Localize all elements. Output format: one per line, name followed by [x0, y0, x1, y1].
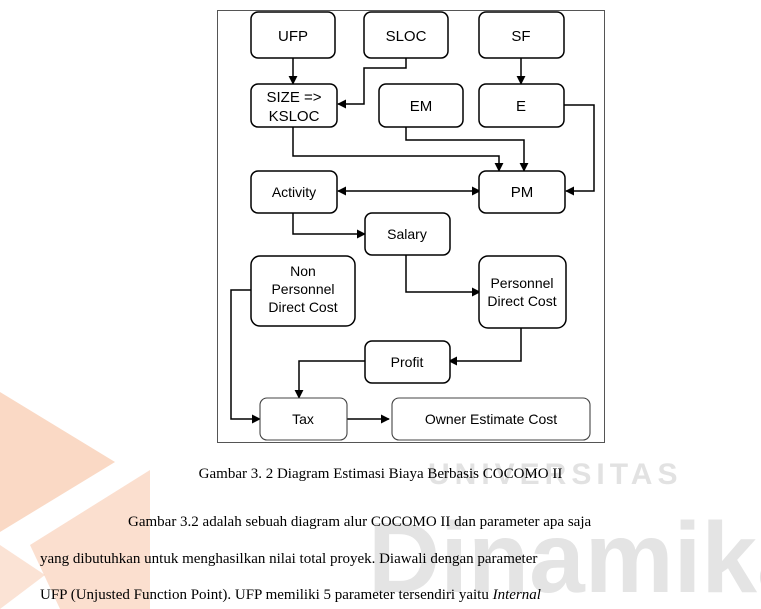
figure-caption: Gambar 3. 2 Diagram Estimasi Biaya Berba…	[198, 466, 563, 482]
node-non-personnel-direct-cost: Non Personnel Direct Cost	[250, 255, 356, 327]
edge-e-pm	[564, 104, 595, 196]
edge-npdc-tax	[230, 289, 261, 424]
svg-text:Tax: Tax	[292, 411, 314, 427]
node-ufp: UFP	[250, 11, 336, 59]
node-personnel-direct-cost: Personnel Direct Cost	[478, 255, 567, 329]
edge-sloc-size	[337, 58, 407, 109]
paragraph-line-2: yang dibutuhkan untuk menghasilkan nilai…	[40, 551, 538, 567]
svg-text:Direct Cost: Direct Cost	[268, 299, 337, 315]
node-salary: Salary	[364, 212, 451, 256]
node-sf: SF	[478, 11, 565, 59]
node-tax: Tax	[259, 397, 348, 441]
edge-salary-pdc	[405, 255, 481, 297]
node-e: E	[478, 83, 565, 128]
svg-text:Direct Cost: Direct Cost	[487, 293, 556, 309]
svg-text:UFP: UFP	[278, 28, 308, 45]
svg-text:E: E	[516, 98, 526, 115]
watermark-big-text: Dinamika	[368, 502, 761, 609]
diagram-svg: UFP SLOC SF SIZE => KSLOC EM E Activity	[217, 10, 605, 443]
node-profit: Profit	[364, 340, 451, 384]
svg-text:KSLOC: KSLOC	[269, 108, 320, 125]
node-pm: PM	[478, 170, 566, 214]
edge-size-pm	[292, 127, 504, 172]
watermark-logo	[0, 392, 150, 609]
svg-text:SLOC: SLOC	[386, 28, 427, 45]
svg-text:Salary: Salary	[387, 226, 427, 242]
node-size-ksloc: SIZE => KSLOC	[250, 83, 338, 128]
paragraph-line-3-italic: Internal	[492, 587, 541, 603]
svg-text:Owner Estimate Cost: Owner Estimate Cost	[425, 411, 557, 427]
svg-text:SF: SF	[511, 28, 530, 45]
node-owner-estimate-cost: Owner Estimate Cost	[391, 397, 591, 441]
edge-activity-salary	[292, 213, 366, 239]
svg-text:Activity: Activity	[272, 184, 316, 200]
svg-text:PM: PM	[511, 184, 534, 201]
paragraph-line-1: Gambar 3.2 adalah sebuah diagram alur CO…	[128, 514, 592, 530]
node-sloc: SLOC	[363, 11, 449, 59]
svg-text:EM: EM	[410, 98, 433, 115]
edge-em-pm	[405, 127, 529, 172]
cocomo-diagram: UFP SLOC SF SIZE => KSLOC EM E Activity	[217, 10, 605, 443]
node-activity: Activity	[250, 170, 338, 214]
edge-profit-tax	[294, 360, 365, 399]
edge-pdc-profit	[448, 328, 522, 366]
paragraph-line-3: UFP (Unjusted Function Point). UFP memil…	[40, 588, 730, 603]
node-em: EM	[378, 83, 464, 128]
paragraph-line-3-text: UFP (Unjusted Function Point). UFP memil…	[40, 587, 493, 603]
svg-text:Non: Non	[290, 263, 316, 279]
svg-text:Personnel: Personnel	[271, 281, 334, 297]
watermark-top-text: UNIVERSITAS	[428, 458, 682, 491]
svg-text:Profit: Profit	[391, 354, 424, 370]
svg-text:Personnel: Personnel	[490, 275, 553, 291]
svg-text:SIZE =>: SIZE =>	[266, 89, 321, 106]
